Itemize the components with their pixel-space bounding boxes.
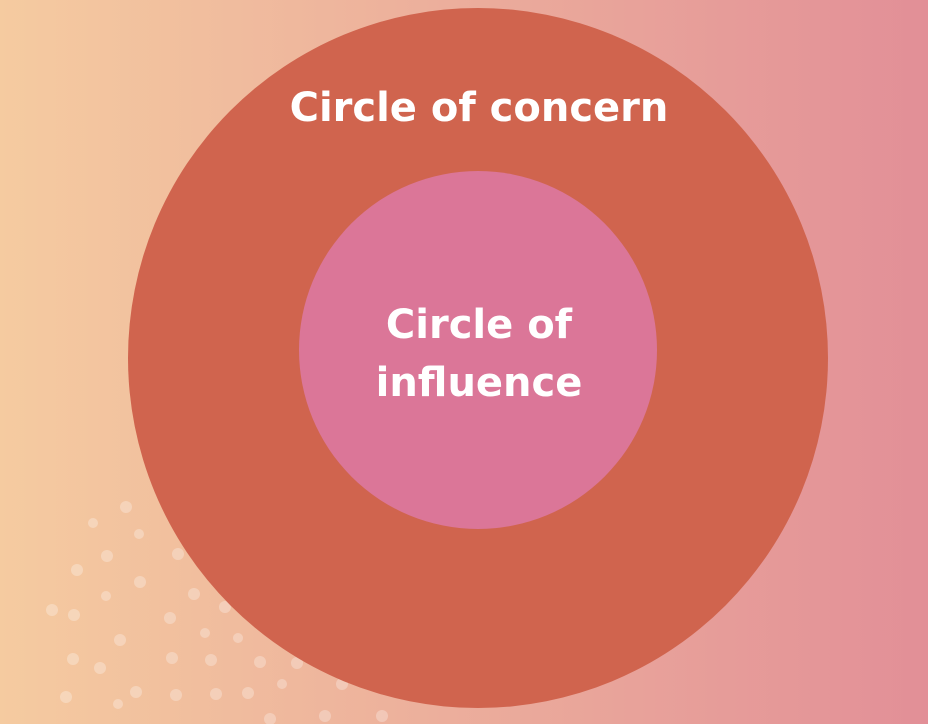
circle-of-influence-label-line1: Circle of	[385, 302, 573, 348]
circle-of-concern-label: Circle of concern	[289, 85, 669, 131]
circle-of-influence-label: Circle of influence	[329, 296, 629, 412]
circle-of-influence-label-line2: influence	[375, 360, 583, 406]
decorative-dots	[46, 501, 388, 724]
circle-of-influence	[299, 171, 657, 529]
